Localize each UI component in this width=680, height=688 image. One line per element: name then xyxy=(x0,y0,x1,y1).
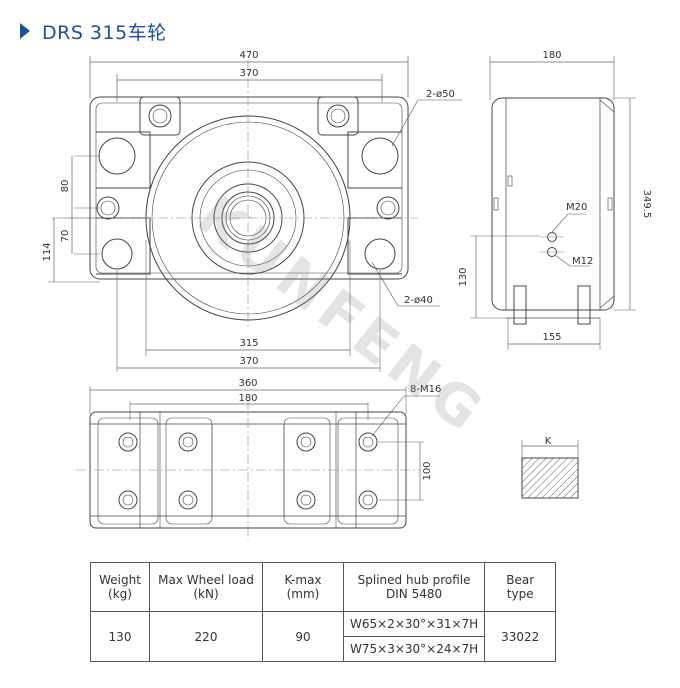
cell-weight: 130 xyxy=(90,611,150,662)
callout-2-d50: 2-ø50 xyxy=(426,89,455,100)
header-bear-type: Bear type xyxy=(484,562,557,612)
front-view-dimension-labels: 470 370 315 370 80 70 114 2-ø50 2-ø40 xyxy=(42,50,455,367)
dim-180-top: 180 xyxy=(238,393,257,404)
side-view xyxy=(470,56,636,350)
cell-hub-2: W75×3×30°×24×7H xyxy=(342,636,486,662)
dim-360: 360 xyxy=(238,378,257,389)
spec-row-2: W75×3×30°×24×7H xyxy=(91,636,556,662)
spec-row: 130 220 90 W65×2×30°×31×7H 33022 xyxy=(90,611,557,662)
spec-header-row: Weight(kg) Max Wheel load(kN) K-max(mm) … xyxy=(90,562,557,612)
dim-315: 315 xyxy=(239,338,258,349)
watermark-text: KUNFENG xyxy=(185,183,498,447)
front-view xyxy=(48,56,462,372)
cell-kmax: 90 xyxy=(262,611,344,662)
page-title: DRS 315车轮 xyxy=(20,18,167,44)
dim-180-side: 180 xyxy=(542,50,561,61)
dim-349-5: 349.5 xyxy=(641,190,652,219)
dim-155: 155 xyxy=(542,332,561,343)
watermark: KUNFENG xyxy=(185,183,498,447)
cell-load: 220 xyxy=(149,611,263,662)
dim-370-bottom: 370 xyxy=(239,356,258,367)
dim-130: 130 xyxy=(458,267,469,286)
bullet-triangle-icon xyxy=(20,23,30,39)
dim-100: 100 xyxy=(422,461,433,480)
top-view xyxy=(76,386,440,540)
cell-bear: 33022 xyxy=(484,611,557,662)
dim-470: 470 xyxy=(239,50,258,61)
header-max-wheel-load: Max Wheel load(kN) xyxy=(149,562,263,612)
dim-70: 70 xyxy=(60,230,71,243)
callout-m20: M20 xyxy=(566,202,587,213)
header-weight: Weight(kg) xyxy=(90,562,150,612)
dim-114: 114 xyxy=(42,242,53,261)
title-text: DRS 315车轮 xyxy=(42,21,167,44)
callout-m12: M12 xyxy=(572,256,593,267)
dim-80: 80 xyxy=(60,180,71,193)
callout-2-d40: 2-ø40 xyxy=(404,295,433,306)
top-view-dimension-labels: 360 180 100 8-M16 xyxy=(238,378,441,481)
callout-8-m16: 8-M16 xyxy=(410,384,441,395)
k-label: K xyxy=(545,436,552,447)
side-view-dimension-labels: 180 349.5 130 155 M20 M12 xyxy=(458,50,652,343)
cell-hub-1: W65×2×30°×31×7H xyxy=(342,611,486,637)
k-detail: K xyxy=(521,436,579,499)
header-k-max: K-max(mm) xyxy=(262,562,344,612)
spec-table: Weight(kg) Max Wheel load(kN) K-max(mm) … xyxy=(90,562,557,662)
dim-370-top: 370 xyxy=(239,68,258,79)
